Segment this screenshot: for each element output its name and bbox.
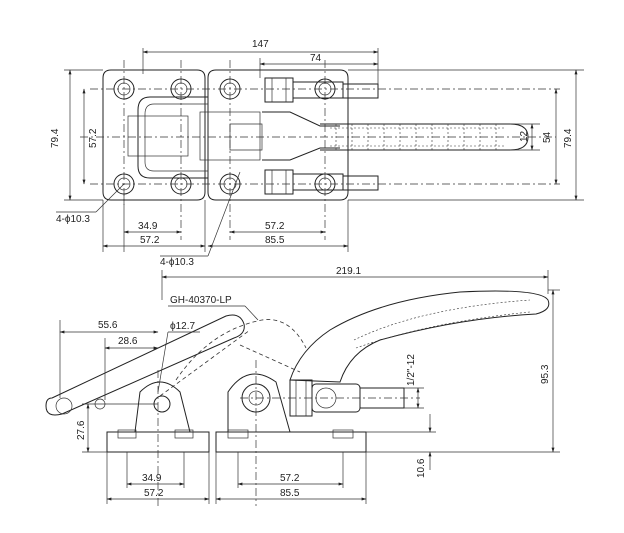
- side-right-base: [215, 373, 367, 453]
- dim-label-28-6: 28.6: [118, 336, 138, 347]
- top-dim-left-base: 34.9 57.2: [102, 194, 206, 252]
- top-dim-bolt-spacing-left: 57.2: [82, 88, 99, 185]
- side-dim-right-base: 57.2 85.5: [215, 452, 367, 504]
- top-spindle-upper: [264, 77, 379, 103]
- dim-label-79-4-left: 79.4: [50, 128, 61, 148]
- callout-4-phi-10-3-left: 4-ϕ10.3: [56, 214, 90, 225]
- top-lever-link: [137, 96, 208, 179]
- dim-label-10-6: 10.6: [416, 458, 427, 478]
- top-dim-handle-width: 54: [542, 88, 558, 185]
- top-callout-holes-bottom: 4-ϕ10.3: [160, 171, 241, 268]
- top-callout-holes-left: 4-ϕ10.3: [56, 183, 125, 225]
- side-model-callout: GH-40370-LP: [168, 295, 259, 321]
- top-dim-overall-length: 147: [142, 39, 379, 84]
- callout-4-phi-10-3-bottom: 4-ϕ10.3: [160, 257, 194, 268]
- model-label: GH-40370-LP: [170, 295, 232, 306]
- dim-label-57-2-top-left: 57.2: [140, 235, 160, 246]
- dim-label-phi-12-7: ϕ12.7: [170, 321, 196, 332]
- top-right-base-plate: [207, 69, 349, 201]
- dim-label-219-1: 219.1: [336, 266, 361, 277]
- dim-label-79-4-right: 79.4: [563, 128, 574, 148]
- top-view: 147 74 79.4 57.2 79.4 5: [50, 39, 584, 268]
- side-dim-base-thickness: 10.6: [366, 414, 436, 478]
- side-dim-pivot-height: 27.6: [76, 403, 158, 453]
- dim-label-74: 74: [310, 53, 322, 64]
- top-dim-height-right: 79.4: [348, 69, 584, 201]
- side-lever-open: [45, 314, 245, 416]
- dim-label-95-3: 95.3: [540, 364, 551, 384]
- dim-label-57-2-side-left: 57.2: [144, 488, 164, 499]
- dim-label-12: 12: [519, 130, 530, 142]
- dim-label-85-5-side: 85.5: [280, 488, 300, 499]
- side-dim-handle-reach: 55.6: [59, 320, 159, 398]
- side-view: 219.1 GH-40370-LP ϕ12.7 55.6 28.6: [45, 266, 560, 506]
- dim-label-55-6: 55.6: [98, 320, 118, 331]
- dim-label-34-9-side: 34.9: [142, 473, 162, 484]
- dim-label-54: 54: [542, 131, 553, 143]
- dim-label-57-2-side-right: 57.2: [280, 473, 300, 484]
- top-spindle-lower: [264, 169, 379, 195]
- dim-label-thread: 1/2"-12: [406, 354, 417, 386]
- dim-label-57-2-top-right: 57.2: [265, 221, 285, 232]
- top-dim-right-base: 57.2 85.5: [207, 200, 349, 252]
- dim-label-27-6: 27.6: [76, 420, 87, 440]
- side-dim-left-base: 34.9 57.2: [106, 452, 210, 504]
- side-dim-pivot-offset: 28.6: [104, 336, 159, 400]
- top-left-base-plate: [102, 69, 206, 201]
- dim-label-57-2-left: 57.2: [88, 128, 99, 148]
- dim-label-34-9-top: 34.9: [138, 221, 158, 232]
- side-dim-pin-diameter: ϕ12.7: [157, 321, 200, 393]
- top-mounting-holes: [113, 78, 336, 195]
- side-dim-thread: 1/2"-12: [404, 354, 424, 409]
- top-dim-shaft-length: 74: [259, 53, 379, 78]
- dim-label-147: 147: [252, 39, 269, 50]
- dim-label-85-5-top: 85.5: [265, 235, 285, 246]
- side-handle: [289, 290, 550, 383]
- top-dim-handle-diameter: 12: [510, 123, 540, 151]
- side-dim-overall-height: 95.3: [366, 289, 560, 453]
- top-dim-height-left: 79.4: [50, 69, 103, 201]
